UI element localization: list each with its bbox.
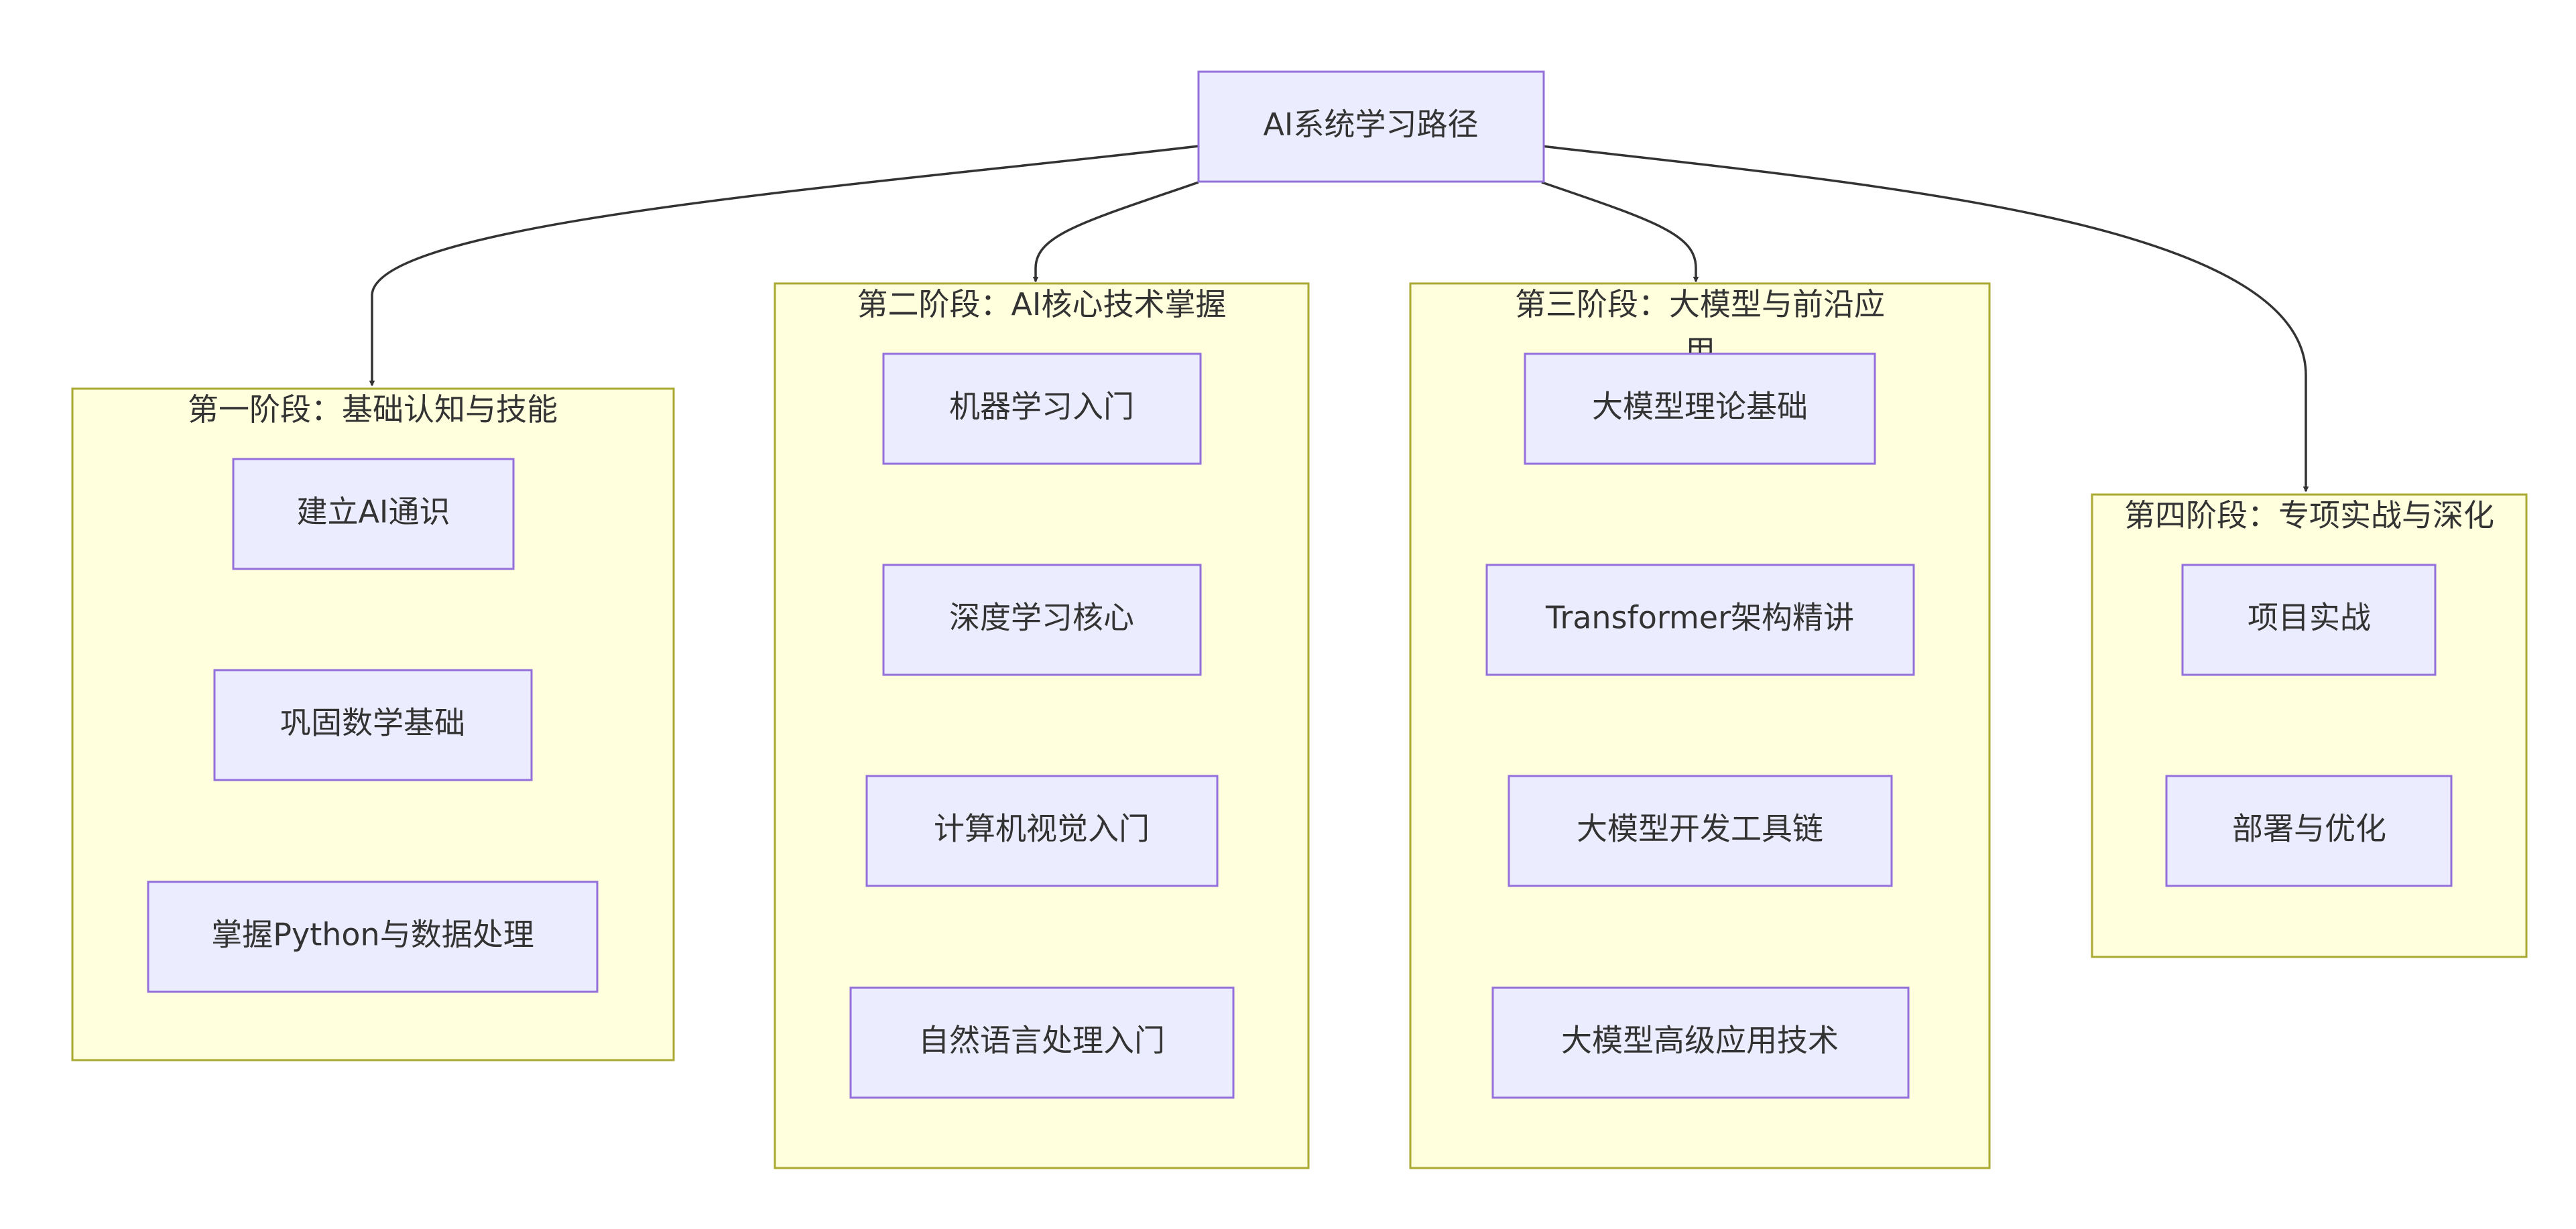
edge-root-stage-4 xyxy=(1541,145,2306,491)
node-math-foundation[interactable]: 巩固数学基础 xyxy=(213,669,533,781)
edge-root-stage-2 xyxy=(1036,181,1199,281)
root-title: AI系统学习路径 xyxy=(1263,107,1478,143)
svg-text:自然语言处理入门: 自然语言处理入门 xyxy=(918,1023,1165,1059)
edge-root-stage-3 xyxy=(1541,181,1696,281)
svg-text:建立AI通识: 建立AI通识 xyxy=(296,494,450,530)
node-llm-toolchain[interactable]: 大模型开发工具链 xyxy=(1508,775,1893,887)
node-computer-vision[interactable]: 计算机视觉入门 xyxy=(865,775,1219,887)
svg-text:掌握Python与数据处理: 掌握Python与数据处理 xyxy=(211,917,534,953)
svg-text:巩固数学基础: 巩固数学基础 xyxy=(280,705,465,741)
stage-3-cluster: 第三阶段：大模型与前沿应 用 大模型理论基础 Transformer架构精讲 大… xyxy=(1409,282,1991,1169)
svg-text:大模型高级应用技术: 大模型高级应用技术 xyxy=(1561,1023,1839,1059)
svg-text:大模型开发工具链: 大模型开发工具链 xyxy=(1577,811,1823,847)
node-project-practice[interactable]: 项目实战 xyxy=(2181,564,2437,676)
stage-2-cluster: 第二阶段：AI核心技术掌握 机器学习入门 深度学习核心 计算机视觉入门 自然语言… xyxy=(774,282,1310,1169)
svg-text:部署与优化: 部署与优化 xyxy=(2232,811,2386,847)
svg-text:深度学习核心: 深度学习核心 xyxy=(949,600,1134,636)
node-machine-learning[interactable]: 机器学习入门 xyxy=(882,352,1202,465)
node-transformer[interactable]: Transformer架构精讲 xyxy=(1485,564,1915,676)
root-node[interactable]: AI系统学习路径 xyxy=(1197,70,1545,183)
node-nlp[interactable]: 自然语言处理入门 xyxy=(849,986,1235,1099)
svg-text:项目实战: 项目实战 xyxy=(2248,600,2371,636)
node-llm-advanced[interactable]: 大模型高级应用技术 xyxy=(1491,986,1910,1099)
node-deep-learning[interactable]: 深度学习核心 xyxy=(882,564,1202,676)
edges xyxy=(372,145,2306,491)
stage-1-title: 第一阶段：基础认知与技能 xyxy=(188,391,558,428)
node-deploy-optimize[interactable]: 部署与优化 xyxy=(2165,775,2453,887)
stage-1-cluster: 第一阶段：基础认知与技能 建立AI通识 巩固数学基础 掌握Python与数据处理 xyxy=(71,387,675,1061)
svg-text:大模型理论基础: 大模型理论基础 xyxy=(1592,389,1808,425)
svg-text:计算机视觉入门: 计算机视觉入门 xyxy=(934,811,1150,847)
node-python-data[interactable]: 掌握Python与数据处理 xyxy=(147,881,599,993)
stage-3-title: 第三阶段：大模型与前沿应 xyxy=(1515,286,1885,322)
svg-text:机器学习入门: 机器学习入门 xyxy=(949,389,1134,425)
stage-2-title: 第二阶段：AI核心技术掌握 xyxy=(857,286,1226,322)
node-llm-theory[interactable]: 大模型理论基础 xyxy=(1524,352,1876,465)
node-ai-literacy[interactable]: 建立AI通识 xyxy=(232,458,515,570)
svg-text:Transformer架构精讲: Transformer架构精讲 xyxy=(1545,600,1854,636)
stage-4-cluster: 第四阶段：专项实战与深化 项目实战 部署与优化 xyxy=(2091,493,2528,958)
edge-root-stage-1 xyxy=(372,145,1199,385)
stage-4-title: 第四阶段：专项实战与深化 xyxy=(2124,497,2494,533)
